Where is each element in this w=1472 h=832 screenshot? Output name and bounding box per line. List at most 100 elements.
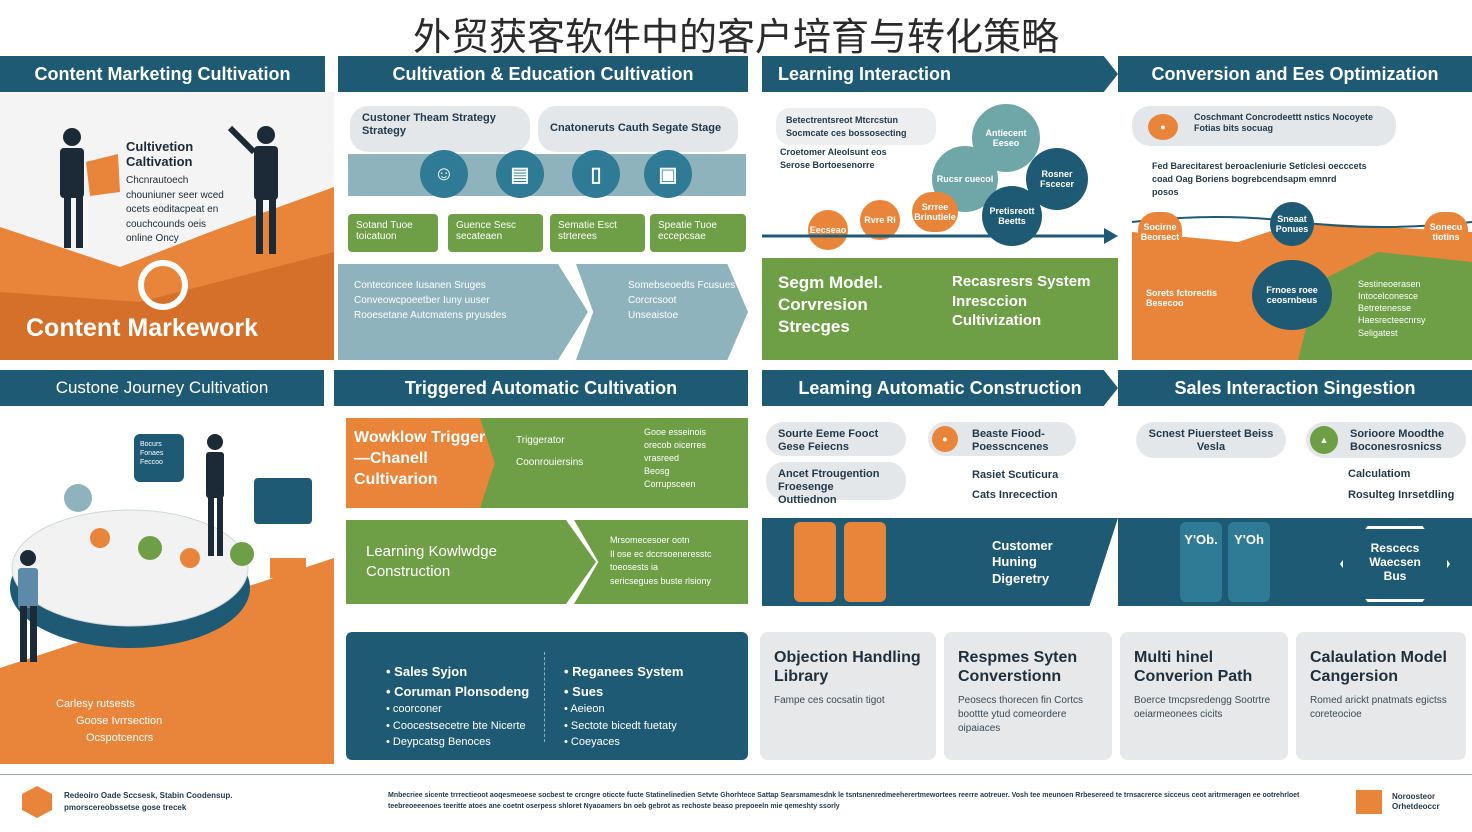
condition-block: Gooe esseinois orecob oicerres vrasreed … (604, 418, 748, 508)
circle-node: Socirne Beorsect (1138, 212, 1182, 252)
list-item: Aeieon (564, 701, 683, 718)
tab-card: Y'Ob. (1180, 522, 1222, 602)
trigger-block: Triggerator Coonrouiersins (480, 418, 628, 508)
header-cultivation-education: Cultivation & Education Cultivation (338, 56, 748, 92)
text-line: Seligatest (1358, 327, 1398, 338)
circle-node: Eecseao (808, 210, 848, 250)
text-line: Conveowcpoeetber Iuny uuser (354, 295, 490, 306)
circle-node: Sonecu tiotins (1424, 212, 1468, 252)
segment-stage-pill: Cnatoneruts Cauth Segate Stage (538, 106, 738, 152)
journey-illustration (0, 434, 334, 764)
panel1-lines: Chcnrautoech chouniuner seer wced ocets … (126, 174, 224, 247)
text-line: Ocspotcencrs (86, 732, 154, 745)
text-line: Unseaistoe (628, 310, 679, 321)
card-desc: Peosecs thorecen fin Cortcs boottte ytud… (958, 695, 1084, 735)
circle-node: Sneaat Ponues (1270, 202, 1314, 246)
text-line: Rosulteg Inrsetdling (1348, 488, 1455, 501)
text-line: Carlesy rutsests (56, 698, 135, 710)
document-icon: ▤ (496, 150, 544, 198)
text-line: Corrupsceen (644, 479, 696, 490)
text-line: Beosg (644, 466, 670, 477)
text-line: Calculatiom (1348, 468, 1411, 480)
list-item: Coruman Plonsodeng (386, 682, 529, 702)
text-line: online Oncy (126, 233, 179, 244)
info-lines: Croetomer Aleolsunt eos Serose Bortoesen… (780, 146, 887, 171)
header-customer-journey: Custone Journey Cultivation (0, 370, 324, 406)
info-pill: Betectrentsreot Mtcrcstun Socmcate ces b… (776, 108, 936, 146)
footer-lines: Carlesy rutsests Goose Ivrrsection Ocspo… (56, 696, 162, 747)
text-line: Mrsomecesoer ootn (610, 535, 690, 545)
text-line: Rooesetane Autcmatens pryusdes (354, 310, 507, 321)
header-conversion-optimization: Conversion and Ees Optimization (1118, 56, 1472, 92)
text-line: Haesrecteecnrsy (1358, 315, 1426, 326)
text-line: Socmcate ces bossosecting (786, 127, 907, 138)
list-item: Coocestsecetre bte Nicerte (386, 718, 529, 735)
card-objection: Objection Handling Library Fampe ces coc… (760, 632, 936, 760)
header-content-marketing: Content Marketing Cultivation (0, 56, 325, 92)
footer-right: Noroosteor Orhetdeoccr (1392, 792, 1440, 812)
green-lines: Sestineoerasen Intocelconesce Betretenes… (1358, 278, 1426, 339)
text-line: Corcrcsoot (628, 295, 677, 306)
card-title: Calaulation Model Cangersion (1310, 649, 1447, 686)
text-line: Betectrentsreot Mtcrcstun (786, 115, 899, 125)
text-line: Conteconcee Iusanen Sruges (354, 280, 486, 291)
text-line: sericsegues buste rlsiony (610, 575, 712, 586)
card-response: Respmes Syten Converstionn Peosecs thore… (944, 632, 1112, 760)
people-icon: ☺ (420, 150, 468, 198)
header-label: Learning Interaction (778, 63, 952, 84)
text-line: Somebseoedts Fcusues (628, 280, 736, 291)
left-list: Sales Syjon Coruman Plonsodeng coorconer… (386, 662, 529, 751)
header-sales-interaction: Sales Interaction Singestion (1118, 370, 1472, 406)
panel1-small-title: Cultivetion Caltivation (126, 139, 194, 169)
center-label: Customer Huning Digeretry (992, 538, 1053, 586)
list-item: Coeyaces (564, 734, 683, 751)
header-triggered: Triggered Automatic Cultivation (334, 370, 748, 406)
green-block-left: Segm Model. Corvresion Strecges (762, 258, 942, 360)
learning-block: Learning Kowlwdge Construction (346, 520, 596, 604)
text-line: Croetomer Aleolsunt eos (780, 147, 887, 157)
divider (544, 652, 545, 742)
green-box: Sematie Esct strterees (550, 214, 645, 252)
circle-node: Frnoes roee ceosrnbeus (1252, 260, 1332, 330)
header-label: Custone Journey Cultivation (55, 378, 269, 397)
panel-learning-construction: Sourte Eeme Fooct Gese Feiecns Ancet Ftr… (762, 418, 1118, 608)
card-icon (844, 522, 886, 602)
footer-center: Mnbecriee sicente trrrectieoot aoqesmeoe… (388, 792, 1300, 811)
leaf-icon: ▲ (1310, 426, 1338, 454)
trigger-text: Triggerator Coonrouiersins (516, 435, 584, 468)
header-label: Cultivation & Education Cultivation (392, 63, 694, 84)
header-label: Sales Interaction Singestion (1174, 377, 1416, 398)
orange-wave-illustration (0, 125, 334, 360)
info-pill: Ancet Ftrougention Froesenge Outtiednon (766, 462, 906, 506)
text-line: vrasreed (644, 453, 680, 464)
list-item: Sales Syjon (386, 662, 529, 682)
learning-detail-block: Mrsomecesoer ootn Il ose ec dccrsoeneres… (574, 520, 748, 604)
circle-node: Srrree Brinutiele (912, 192, 958, 232)
flow-arrow-icon (762, 228, 1118, 244)
list-item: coorconer (386, 701, 529, 718)
orange-text: Sorets fctorectis Besecoo (1146, 288, 1218, 308)
list-item: Sectote bicedt fuetaty (564, 718, 683, 735)
text-line: posos (1152, 187, 1179, 198)
card-title: Respmes Syten Converstionn (958, 649, 1078, 686)
panel1-big-label: Content Markework (26, 314, 258, 342)
header-learning-interaction: Learning Interaction (762, 56, 1118, 92)
panel-sales-interaction: Scnest Piuersteet Beiss Vesla Sorioore M… (1118, 418, 1472, 608)
logo-icon (1356, 790, 1382, 814)
text-line: chouniuner seer wced (126, 189, 224, 201)
list-item: Sues (564, 682, 683, 702)
text-line: Sestineoerasen (1358, 279, 1421, 289)
logo-icon (22, 786, 52, 818)
speech-bubble: Bocurs Fonaes Feccoo (134, 434, 184, 482)
text-line: Goose Ivrrsection (76, 715, 163, 728)
text-line: Serose Bortoesenorre (780, 159, 875, 170)
text-line: orecob oicerres (644, 440, 707, 451)
hex-badge: Rescecs Waecsen Bus (1340, 526, 1450, 602)
bottom-list-panel: Sales Syjon Coruman Plonsodeng coorconer… (346, 632, 748, 760)
mobile-icon: ▣ (644, 150, 692, 198)
header-learning-construction: Leaming Automatic Construction (762, 370, 1118, 406)
card-title: Multi hinel Converion Path (1134, 649, 1253, 686)
strategy-pill: Custoner Theam Strategy Strategy (350, 106, 530, 152)
text-line: toeosests ia (610, 562, 659, 572)
panel-conversion-optimization: Coschmant Concrodeettt nstics Nocoyete F… (1118, 92, 1472, 360)
